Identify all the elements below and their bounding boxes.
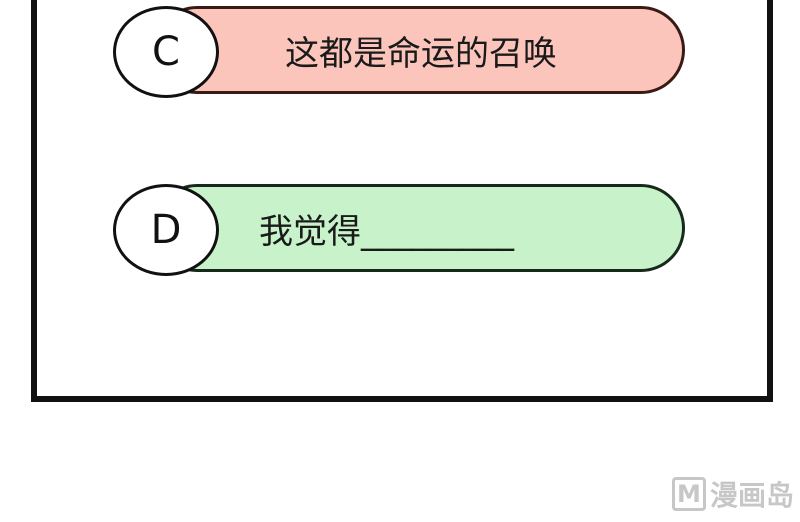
option-d-pill	[153, 184, 685, 272]
watermark: M 漫画岛	[671, 474, 794, 514]
option-d-text: 我觉得_________	[259, 211, 514, 252]
watermark-logo-icon: M	[671, 477, 706, 511]
option-c-text: 这都是命运的召唤	[285, 33, 557, 74]
watermark-text: 漫画岛	[709, 479, 794, 512]
option-c-letter-badge: C	[113, 6, 219, 98]
option-d-letter-badge: D	[113, 184, 219, 276]
option-c[interactable]: C 这都是命运的召唤	[113, 6, 685, 98]
panel-frame	[31, 0, 773, 402]
option-d[interactable]: D 我觉得_________	[113, 184, 685, 276]
